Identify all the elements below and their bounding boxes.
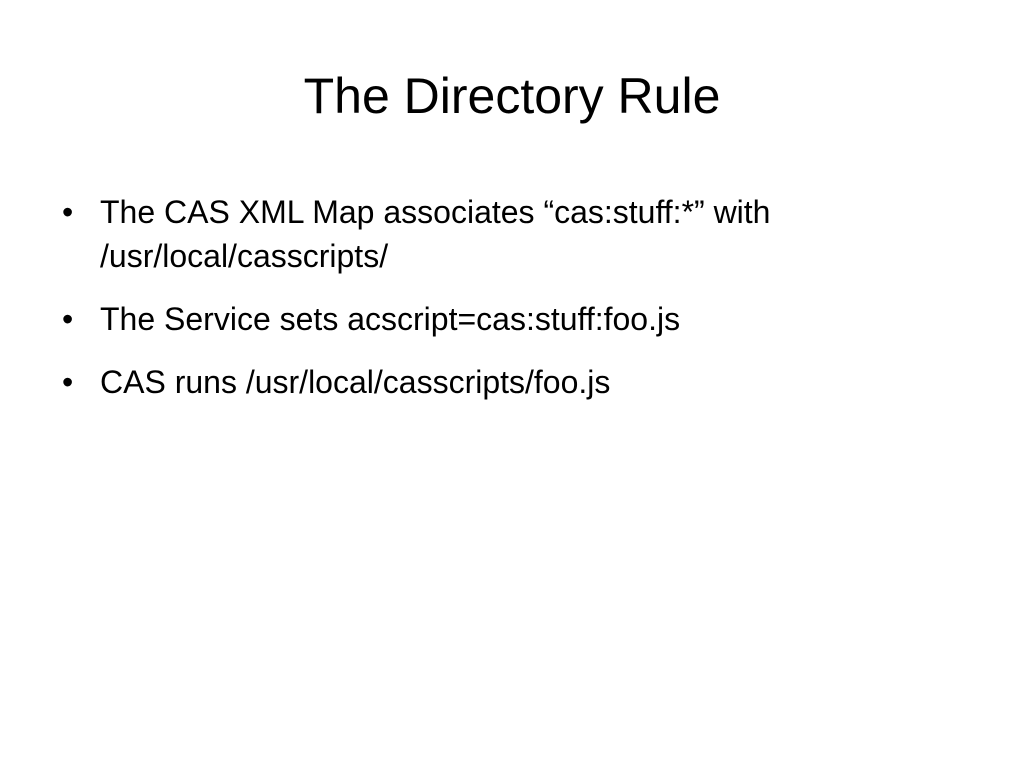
bullet-item: • The Service sets acscript=cas:stuff:fo… [60,297,960,341]
bullet-text: The Service sets acscript=cas:stuff:foo.… [100,301,681,337]
bullet-marker: • [62,364,74,400]
bullet-marker: • [62,194,74,230]
bullet-list: • The CAS XML Map associates “cas:stuff:… [60,190,960,423]
bullet-text: The CAS XML Map associates “cas:stuff:*”… [100,194,771,274]
bullet-item: • The CAS XML Map associates “cas:stuff:… [60,190,960,278]
bullet-marker: • [62,301,74,337]
bullet-text: CAS runs /usr/local/casscripts/foo.js [100,364,611,400]
slide-title: The Directory Rule [303,68,721,124]
bullet-item: • CAS runs /usr/local/casscripts/foo.js [60,360,960,404]
